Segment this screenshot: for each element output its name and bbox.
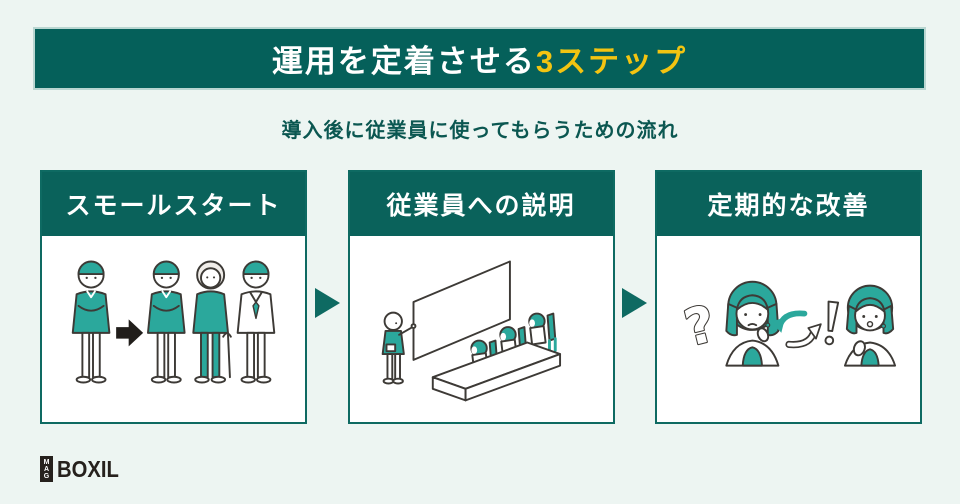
boxil-logo: MAG BOXIL xyxy=(40,455,127,483)
step-arrow-1 xyxy=(307,170,348,424)
step-card-periodic-improvement: 定期的な改善 ? xyxy=(655,170,922,424)
question-mark-glyph: ? xyxy=(678,293,720,357)
periodic-improvement-illustration: ? xyxy=(657,236,920,422)
subtitle: 導入後に従業員に使ってもらうための流れ xyxy=(281,120,679,142)
mag-badge: MAG xyxy=(40,456,53,482)
title-highlight-text: 3ステップ xyxy=(535,44,688,79)
step-title-staff-explanation: 従業員への説明 xyxy=(349,172,613,236)
right-arrow-icon xyxy=(314,288,340,318)
staff-explanation-illustration xyxy=(349,236,613,422)
people-group-illustration-svg xyxy=(71,260,275,384)
step-card-staff-explanation: 従業員への説明 xyxy=(347,170,615,424)
step-title-small-start: スモールスタート xyxy=(42,172,305,236)
step-title-periodic-improvement: 定期的な改善 xyxy=(657,172,920,236)
steps-row: スモールスタート xyxy=(40,170,922,424)
title-main-text: 運用を定着させる xyxy=(271,44,536,79)
improvement-cycle-illustration-svg: ? xyxy=(677,280,896,367)
boxil-logo-text: BOXIL xyxy=(57,455,119,482)
right-arrow-icon xyxy=(622,288,648,318)
step-arrow-2 xyxy=(615,170,656,424)
step-card-small-start: スモールスタート xyxy=(40,170,307,424)
page-title: 運用を定着させる3ステップ xyxy=(272,36,687,81)
title-banner: 運用を定着させる3ステップ xyxy=(33,27,926,90)
small-start-illustration xyxy=(42,236,305,422)
classroom-illustration-svg xyxy=(381,260,562,402)
